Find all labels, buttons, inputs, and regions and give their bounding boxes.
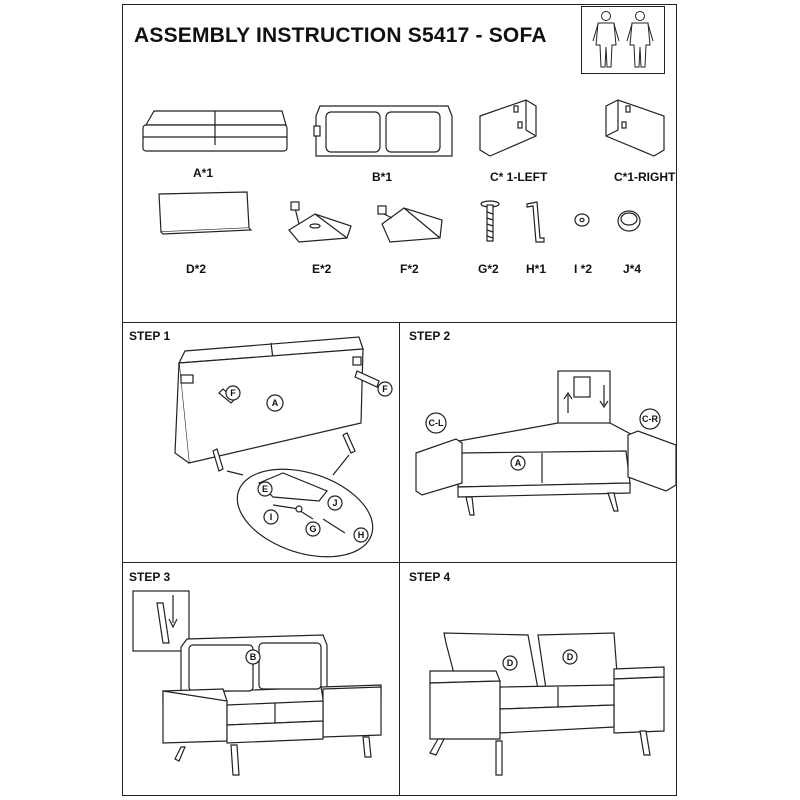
step-1-callout-f-right: F bbox=[382, 384, 388, 394]
step-1-title: STEP 1 bbox=[129, 329, 171, 343]
part-c-right-label: C*1-RIGHT bbox=[614, 170, 676, 184]
two-person-assembly-box bbox=[581, 6, 665, 74]
part-h-allen-key bbox=[523, 198, 553, 246]
page-title: ASSEMBLY INSTRUCTION S5417 - SOFA bbox=[134, 24, 547, 47]
part-b-label: B*1 bbox=[372, 170, 393, 184]
step-4-illustration: D D bbox=[429, 632, 665, 776]
part-j-label: J*4 bbox=[623, 262, 642, 276]
part-f-label: F*2 bbox=[400, 262, 419, 276]
step-1-callout-e: E bbox=[262, 484, 268, 494]
step-2-callout-c-r: C-R bbox=[642, 414, 658, 424]
part-i-label: I *2 bbox=[574, 262, 593, 276]
part-f-leg bbox=[376, 198, 448, 246]
part-d-back-cushion bbox=[155, 188, 255, 238]
step-1-callout-f-left: F bbox=[230, 388, 236, 398]
part-d-label: D*2 bbox=[186, 262, 207, 276]
part-g-label: G*2 bbox=[478, 262, 499, 276]
step-1-callout-a: A bbox=[272, 398, 279, 408]
part-h-label: H*1 bbox=[526, 262, 547, 276]
step-1-callout-g: G bbox=[309, 524, 316, 534]
step-1-illustration: F F A E J I G H bbox=[174, 336, 393, 558]
part-g-bolt bbox=[478, 198, 502, 246]
step-4-callout-d-right: D bbox=[567, 652, 574, 662]
step-1-callout-j: J bbox=[332, 498, 337, 508]
part-b-backrest bbox=[308, 100, 458, 160]
part-c-right-armrest bbox=[600, 96, 670, 162]
part-e-label: E*2 bbox=[312, 262, 332, 276]
two-person-icon bbox=[592, 11, 654, 68]
step-2-callout-c-l: C-L bbox=[429, 418, 444, 428]
step-1-callout-i: I bbox=[270, 512, 273, 522]
part-j-glide bbox=[614, 206, 644, 234]
part-e-leg bbox=[285, 198, 357, 246]
step-3-callout-b: B bbox=[250, 652, 257, 662]
step-2-title: STEP 2 bbox=[409, 329, 451, 343]
part-a-seat-cushion bbox=[140, 105, 290, 157]
step-divider-vertical bbox=[399, 322, 400, 796]
step-2-illustration: C-L C-R A bbox=[415, 370, 677, 516]
step-3-title: STEP 3 bbox=[129, 570, 171, 584]
part-i-washer bbox=[572, 210, 592, 230]
part-c-left-armrest bbox=[476, 96, 546, 162]
step-2-callout-a: A bbox=[515, 458, 522, 468]
part-c-left-label: C* 1-LEFT bbox=[490, 170, 548, 184]
step-3-illustration: B bbox=[132, 590, 382, 776]
step-4-title: STEP 4 bbox=[409, 570, 451, 584]
step-1-callout-h: H bbox=[358, 530, 365, 540]
part-a-label: A*1 bbox=[193, 166, 214, 180]
step-4-callout-d-left: D bbox=[507, 658, 514, 668]
